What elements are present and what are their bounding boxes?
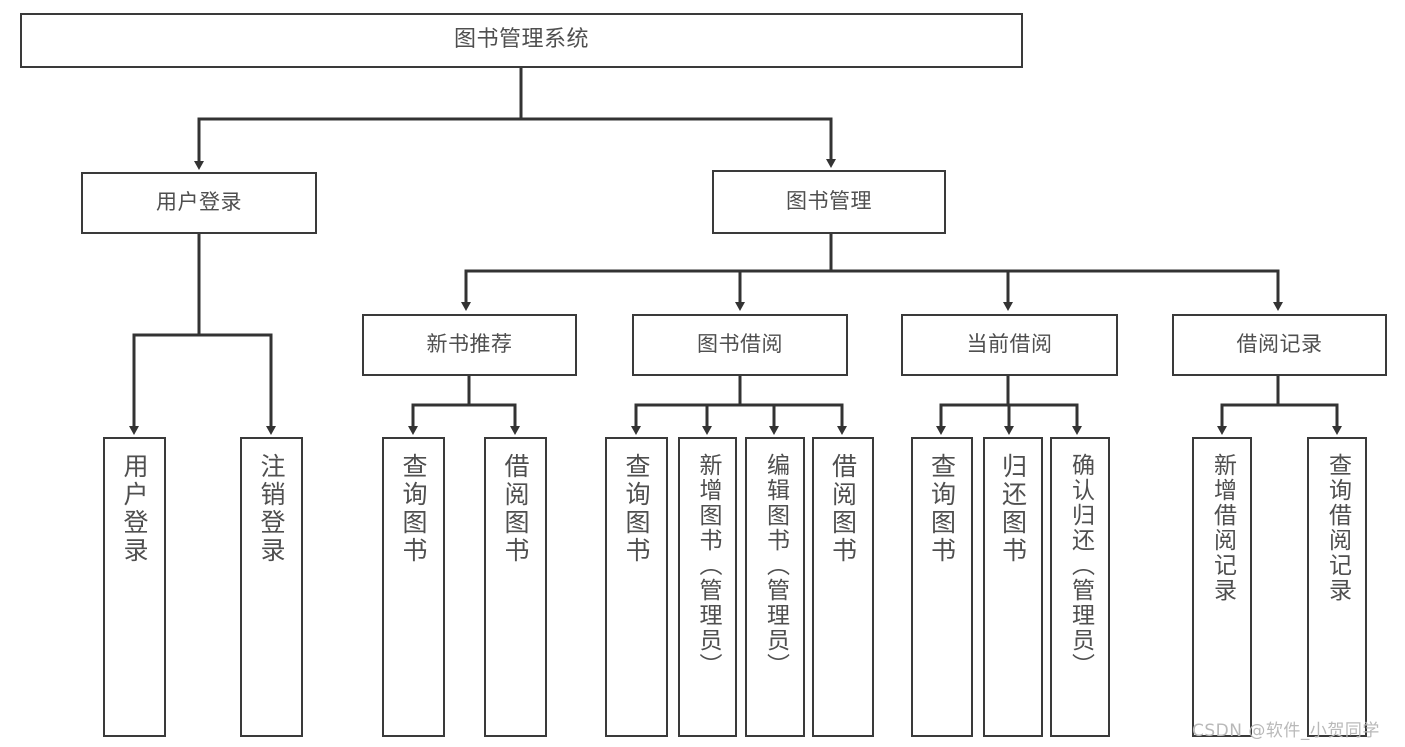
leaf-newbook-query-book[interactable]: 查询图书 [382,437,445,737]
node-label: 用户登录 [156,190,242,215]
csdn-watermark: CSDN @软件_小贺同学 [1192,721,1380,741]
leaf-currentborrow-return-book[interactable]: 归还图书 [983,437,1043,737]
node-label: 图书管理系统 [453,27,589,53]
node-label: 查询图书 [399,453,428,565]
leaf-logout[interactable]: 注销登录 [240,437,303,737]
leaf-bookborrow-borrow-book[interactable]: 借阅图书 [812,437,874,737]
node-label: 借阅记录 [1236,332,1323,357]
node-label: 用户登录 [120,453,149,565]
node-book-borrow[interactable]: 图书借阅 [632,314,848,376]
leaf-currentborrow-confirm-return-admin[interactable]: 确认归还（管理员） [1050,437,1110,737]
node-label: 确认归还（管理员） [1067,453,1094,678]
node-label: 新增借阅记录 [1209,453,1236,603]
leaf-user-login[interactable]: 用户登录 [103,437,166,737]
node-label: 借阅图书 [828,453,858,565]
leaf-bookborrow-add-book-admin[interactable]: 新增图书（管理员） [678,437,737,737]
node-label: 图书管理 [786,189,872,214]
node-root-library-system[interactable]: 图书管理系统 [20,13,1023,68]
node-label: 查询图书 [622,453,651,565]
leaf-currentborrow-query-book[interactable]: 查询图书 [911,437,973,737]
node-label: 查询借阅记录 [1324,453,1351,603]
node-label: 查询图书 [927,453,957,565]
node-label: 借阅图书 [501,453,530,565]
leaf-borrowrecord-query-record[interactable]: 查询借阅记录 [1307,437,1367,737]
node-label: 编辑图书（管理员） [762,453,789,678]
node-borrow-record[interactable]: 借阅记录 [1172,314,1387,376]
node-label: 新书推荐 [426,332,513,357]
node-user-login[interactable]: 用户登录 [81,172,317,234]
node-label: 归还图书 [998,453,1028,565]
node-current-borrow[interactable]: 当前借阅 [901,314,1118,376]
node-label: 当前借阅 [966,332,1053,357]
node-label: 注销登录 [257,453,286,565]
leaf-borrowrecord-add-record[interactable]: 新增借阅记录 [1192,437,1252,737]
node-label: 图书借阅 [697,332,783,357]
leaf-bookborrow-query-book[interactable]: 查询图书 [605,437,668,737]
leaf-newbook-borrow-book[interactable]: 借阅图书 [484,437,547,737]
node-new-book-recommend[interactable]: 新书推荐 [362,314,577,376]
leaf-bookborrow-edit-book-admin[interactable]: 编辑图书（管理员） [745,437,805,737]
node-book-management[interactable]: 图书管理 [712,170,946,234]
node-label: 新增图书（管理员） [695,453,721,678]
